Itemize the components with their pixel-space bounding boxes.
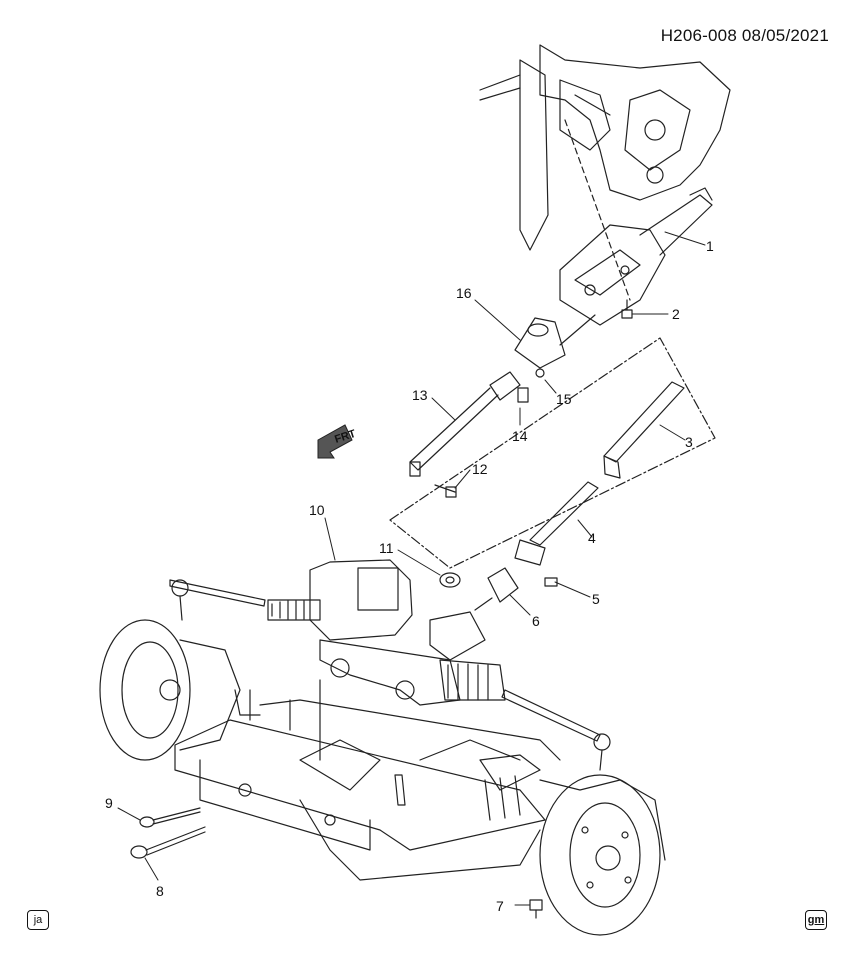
bolt-9 (139, 807, 201, 828)
callout-6: 6 (532, 613, 540, 629)
callout-11: 11 (379, 540, 394, 556)
steering-boot-6 (474, 567, 519, 611)
callout-3: 3 (685, 434, 693, 450)
front-crossmember (174, 679, 561, 881)
gm-logo-badge: gm (805, 910, 827, 930)
diagram-id: H206-008 (660, 26, 737, 45)
diagram-code: H206-008 08/05/2021 (661, 26, 829, 46)
callout-13: 13 (412, 387, 428, 403)
leader-lines (117, 231, 706, 906)
nut-11 (439, 572, 461, 588)
callout-2: 2 (672, 306, 680, 322)
callout-9: 9 (105, 795, 113, 811)
left-wheel-hub (99, 619, 241, 761)
right-wheel-hub (539, 774, 666, 936)
diagram-date: 08/05/2021 (741, 26, 829, 45)
callout-14: 14 (512, 428, 528, 444)
callout-15: 15 (556, 391, 572, 407)
bolt-12 (434, 484, 457, 498)
callout-4: 4 (588, 530, 596, 546)
nut-15 (535, 368, 545, 378)
steering-gear-rack (267, 559, 506, 706)
intermediate-shaft-lower (603, 381, 685, 479)
tie-rod-left (169, 579, 266, 621)
callout-10: 10 (309, 502, 325, 518)
nut-7 (529, 899, 543, 919)
bolt-8 (130, 826, 206, 859)
front-direction-indicator: FRT (317, 424, 358, 459)
ja-badge: ja (27, 910, 49, 930)
callout-16: 16 (456, 285, 472, 301)
bolt-2 (621, 299, 633, 319)
callout-7: 7 (496, 898, 504, 914)
intermediate-shaft-upper (409, 371, 521, 477)
callout-12: 12 (472, 461, 488, 477)
tie-rod-right (501, 689, 611, 771)
bolt-14 (517, 387, 529, 403)
bolt-5 (544, 577, 558, 587)
callout-1: 1 (706, 238, 714, 254)
steering-seal-boot (514, 317, 566, 369)
steering-column (559, 187, 713, 346)
upper-mounting-bracket (479, 44, 731, 251)
callout-5: 5 (592, 591, 600, 607)
steering-shaft-4 (514, 481, 599, 566)
callout-8: 8 (156, 883, 164, 899)
callout-labels: 1 2 3 4 5 6 7 8 9 10 11 12 13 14 15 16 (105, 238, 714, 914)
